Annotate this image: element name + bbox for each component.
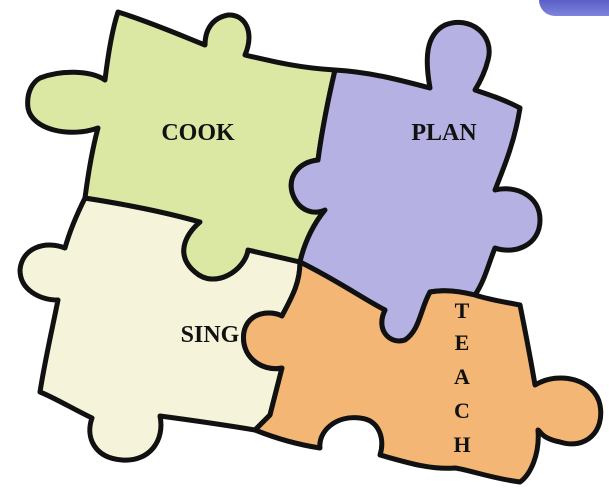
teach-letter-h: H [453, 432, 470, 457]
teach-letter-e: E [455, 330, 470, 355]
teach-letter-c: C [454, 398, 470, 423]
plan-label: PLAN [411, 120, 477, 146]
sing-label: SING [181, 322, 240, 348]
teach-letter-a: A [454, 364, 470, 389]
teach-label: T E A C H [453, 298, 470, 457]
teach-letter-t: T [455, 298, 470, 323]
cook-label: COOK [161, 120, 235, 146]
